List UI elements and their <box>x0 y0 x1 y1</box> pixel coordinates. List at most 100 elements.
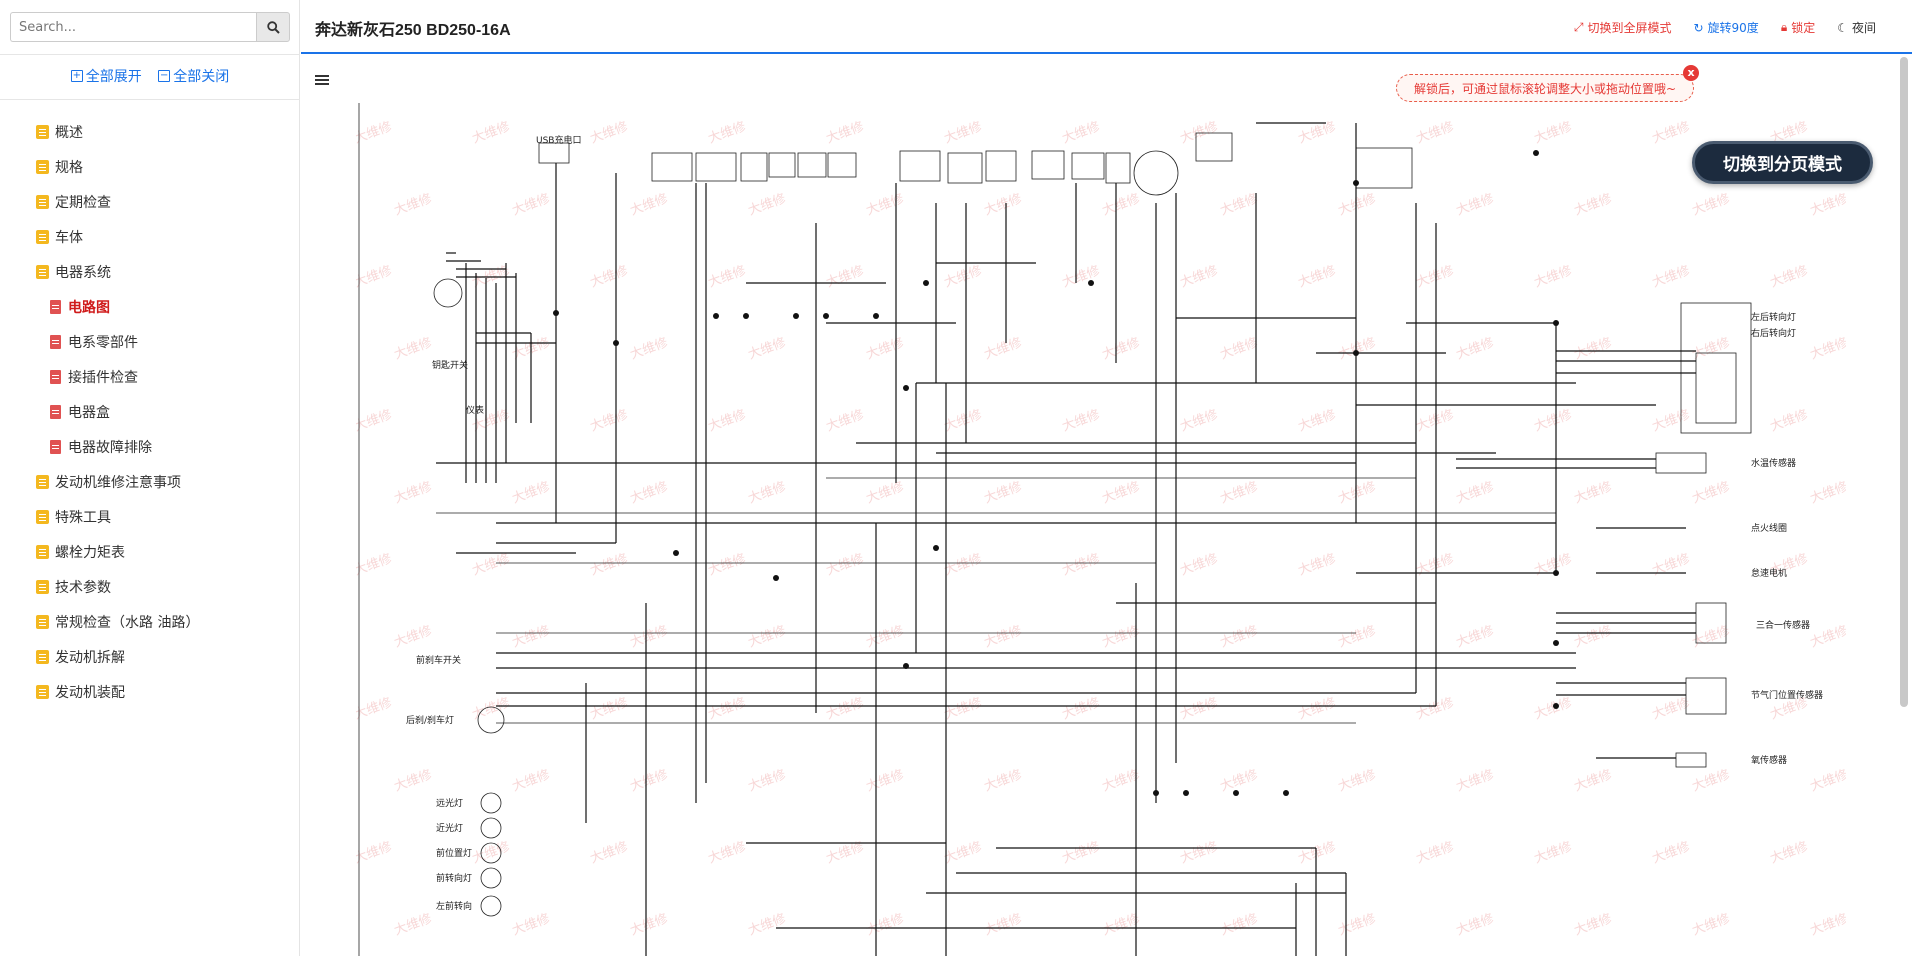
toc-item-label: 电路图 <box>68 299 110 316</box>
toc-item[interactable]: 车体 <box>0 219 300 254</box>
toc-item[interactable]: 电器系统 <box>0 254 300 289</box>
expand-all-link[interactable]: +全部展开 <box>70 66 142 86</box>
plus-square-icon: + <box>70 70 83 82</box>
scrollbar[interactable] <box>1900 57 1908 707</box>
toc-item[interactable]: 定期检查 <box>0 184 300 219</box>
search-input[interactable] <box>10 12 256 42</box>
watermark-text: 大维修 <box>1808 191 1846 218</box>
toc-item-label: 常规检查（水路 油路） <box>55 614 200 631</box>
rear-brake-lamp-label: 后刹/刹车灯 <box>406 714 454 726</box>
expand-all-label: 全部展开 <box>85 69 142 85</box>
toc-item[interactable]: 发动机维修注意事项 <box>0 464 300 499</box>
toc-item[interactable]: 电系零部件 <box>0 324 300 359</box>
label-r4: 点火线圈 <box>1751 522 1787 534</box>
watermark-text: 大维修 <box>1414 839 1456 866</box>
watermark-text: 大维修 <box>628 191 670 218</box>
search-bar <box>10 12 290 42</box>
toc-item[interactable]: 规格 <box>0 149 300 184</box>
watermark-text: 大维修 <box>1336 767 1378 794</box>
night-mode-button[interactable]: ☾夜间 <box>1837 19 1876 36</box>
watermark-text: 大维修 <box>1454 911 1496 938</box>
watermark-text: 大维修 <box>1060 119 1102 146</box>
watermark-text: 大维修 <box>356 407 394 434</box>
folder-icon <box>36 124 49 139</box>
front-turn-lamp-label: 前转向灯 <box>436 872 472 884</box>
watermark-text: 大维修 <box>942 407 984 434</box>
watermark-text: 大维修 <box>1336 911 1378 938</box>
watermark-text: 大维修 <box>1572 767 1614 794</box>
watermark-text: 大维修 <box>1650 119 1692 146</box>
watermark-text: 大维修 <box>392 191 434 218</box>
watermark-text: 大维修 <box>1100 191 1142 218</box>
watermark-text: 大维修 <box>1768 263 1810 290</box>
toc-item[interactable]: 螺栓力矩表 <box>0 534 300 569</box>
watermark-text: 大维修 <box>510 623 552 650</box>
watermark-text: 大维修 <box>706 839 748 866</box>
watermark-text: 大维修 <box>1336 623 1378 650</box>
tip-close-icon[interactable]: x <box>1683 65 1699 81</box>
search-button[interactable] <box>256 12 290 42</box>
unlock-tip: 解锁后，可通过鼠标滚轮调整大小或拖动位置哦~ <box>1396 74 1694 102</box>
watermark-text: 大维修 <box>392 767 434 794</box>
wiring-diagram[interactable]: 大维修大维修大维修大维修大维修大维修大维修大维修大维修大维修大维修大维修大维修大… <box>356 103 1846 956</box>
lamp-symbols <box>477 706 505 917</box>
folder-icon <box>36 684 49 699</box>
moon-icon: ☾ <box>1837 20 1848 35</box>
toc-item[interactable]: 常规检查（水路 油路） <box>0 604 300 639</box>
fullscreen-button[interactable]: ⤢切换到全屏模式 <box>1574 19 1672 36</box>
watermark-text: 大维修 <box>746 623 788 650</box>
toc-item-label: 规格 <box>55 159 83 176</box>
watermark-text: 大维修 <box>864 191 906 218</box>
watermark-text: 大维修 <box>1650 839 1692 866</box>
toc-item-label: 特殊工具 <box>55 509 111 526</box>
rotate-label: 旋转90度 <box>1707 21 1759 35</box>
rotate-button[interactable]: ↻旋转90度 <box>1693 19 1758 36</box>
switch-pager-mode-button[interactable]: 切换到分页模式 <box>1692 141 1873 184</box>
toc-item[interactable]: 电器故障排除 <box>0 429 300 464</box>
watermark-text: 大维修 <box>1178 263 1220 290</box>
watermark-text: 大维修 <box>1296 839 1338 866</box>
watermark-text: 大维修 <box>588 263 630 290</box>
usb-label: USB充电口 <box>536 134 581 146</box>
toc-item[interactable]: 电器盒 <box>0 394 300 429</box>
watermark-text: 大维修 <box>1218 335 1260 362</box>
watermark-text: 大维修 <box>982 479 1024 506</box>
toc-item-active[interactable]: 电路图 <box>0 289 300 324</box>
front-brake-switch-label: 前刹车开关 <box>416 654 461 666</box>
watermark-text: 大维修 <box>982 623 1024 650</box>
watermark-text: 大维修 <box>510 191 552 218</box>
vertical-wires <box>465 123 1557 956</box>
folder-icon <box>36 194 49 209</box>
unlock-tip-text: 解锁后，可通过鼠标滚轮调整大小或拖动位置哦~ <box>1413 81 1677 96</box>
toc-item-label: 电系零部件 <box>68 334 138 351</box>
watermark-text: 大维修 <box>864 335 906 362</box>
toc-item[interactable]: 发动机拆解 <box>0 639 300 674</box>
toc-item[interactable]: 发动机装配 <box>0 674 300 709</box>
watermark-text: 大维修 <box>1532 263 1574 290</box>
watermark-text: 大维修 <box>982 911 1024 938</box>
toc-item[interactable]: 接插件检查 <box>0 359 300 394</box>
watermark-text: 大维修 <box>356 695 394 722</box>
toc-item-label: 技术参数 <box>55 579 111 596</box>
lock-button[interactable]: 🔒︎锁定 <box>1781 19 1815 36</box>
watermark-text: 大维修 <box>1296 263 1338 290</box>
document-icon <box>50 369 61 384</box>
night-label: 夜间 <box>1851 21 1876 35</box>
watermark-text: 大维修 <box>746 191 788 218</box>
watermark-text: 大维修 <box>1690 191 1732 218</box>
toc-item[interactable]: 特殊工具 <box>0 499 300 534</box>
meter-label: 仪表 <box>466 404 484 416</box>
watermark-text: 大维修 <box>1060 839 1102 866</box>
toc-item[interactable]: 技术参数 <box>0 569 300 604</box>
toc-item[interactable]: 概述 <box>0 114 300 149</box>
label-r1: 左后转向灯 <box>1751 311 1796 323</box>
menu-toggle-icon[interactable] <box>315 75 329 87</box>
watermark-text: 大维修 <box>706 551 748 578</box>
watermark-text: 大维修 <box>1414 119 1456 146</box>
watermark-text: 大维修 <box>1100 479 1142 506</box>
watermark-text: 大维修 <box>1532 695 1574 722</box>
collapse-all-link[interactable]: −全部关闭 <box>158 66 229 86</box>
watermark-text: 大维修 <box>1454 767 1496 794</box>
watermark-text: 大维修 <box>470 695 512 722</box>
watermark-text: 大维修 <box>588 695 630 722</box>
